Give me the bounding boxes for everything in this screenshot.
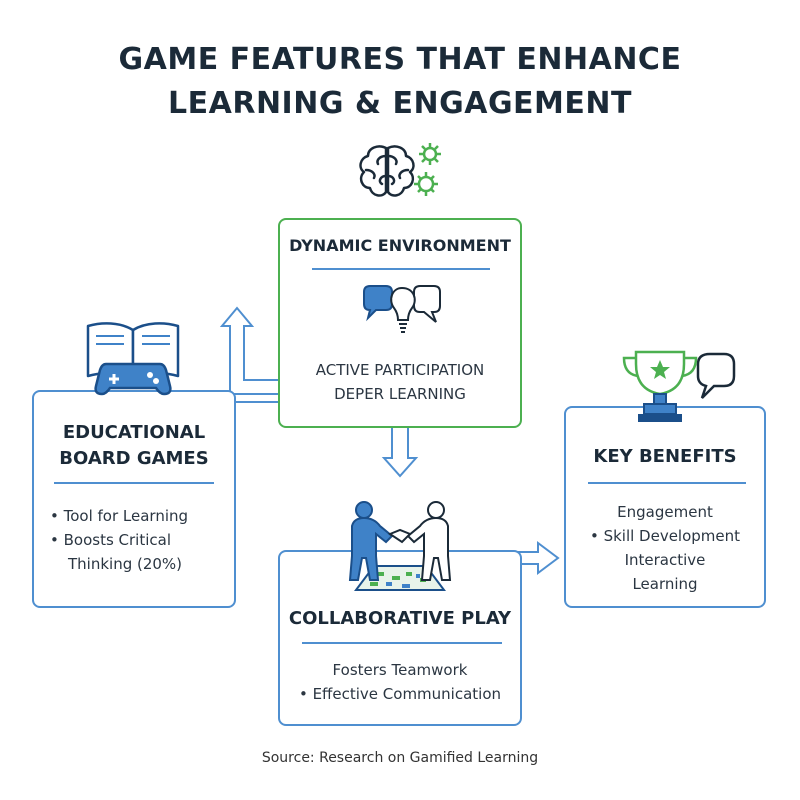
chat-lightbulb-icon bbox=[363, 285, 441, 333]
title-divider bbox=[312, 268, 490, 270]
page-title: GAME FEATURES THAT ENHANCE LEARNING & EN… bbox=[0, 38, 800, 126]
dynamic-line-1: ACTIVE PARTICIPATION bbox=[315, 361, 485, 379]
collaborative-play-title: COLLABORATIVE PLAY bbox=[288, 608, 512, 629]
key-benefits-title: KEY BENEFITS bbox=[593, 446, 737, 467]
title-divider bbox=[588, 482, 746, 484]
collaborative-items: Fosters Teamwork • Effective Communicati… bbox=[280, 658, 520, 706]
educational-item-3: Thinking (20%) bbox=[68, 555, 183, 573]
down-arrow-center bbox=[381, 428, 419, 478]
brain-gear-icon bbox=[359, 143, 441, 197]
educational-title-line-1: EDUCATIONAL bbox=[62, 422, 206, 443]
educational-title-line-2: BOARD GAMES bbox=[59, 448, 209, 469]
benefit-item-1: Engagement bbox=[617, 503, 713, 521]
educational-items: • Tool for Learning • Boosts Critical Th… bbox=[50, 504, 230, 576]
title-line-2: LEARNING & ENGAGEMENT bbox=[168, 86, 632, 121]
educational-item-1: • Tool for Learning bbox=[50, 507, 189, 525]
trophy-chat-icon bbox=[622, 350, 736, 422]
dynamic-line-2: DEPER LEARNING bbox=[334, 385, 466, 403]
collaborative-item-2: • Effective Communication bbox=[298, 685, 502, 703]
educational-item-2: • Boosts Critical bbox=[50, 531, 172, 549]
handshake-board-icon bbox=[348, 501, 452, 591]
benefit-item-4: Learning bbox=[632, 575, 698, 593]
collaborative-item-1: Fosters Teamwork bbox=[332, 661, 468, 679]
benefit-item-3: Interactive bbox=[624, 551, 706, 569]
educational-board-games-box: EDUCATIONAL BOARD GAMES • Tool for Learn… bbox=[32, 390, 236, 608]
right-arrow-benefits bbox=[470, 541, 560, 575]
title-divider bbox=[54, 482, 214, 484]
dynamic-environment-title: DYNAMIC ENVIRONMENT bbox=[289, 236, 511, 255]
educational-title: EDUCATIONAL BOARD GAMES bbox=[34, 420, 234, 472]
source-caption: Source: Research on Gamified Learning bbox=[261, 750, 539, 766]
title-line-1: GAME FEATURES THAT ENHANCE bbox=[118, 42, 682, 77]
key-benefits-items: Engagement • Skill Development Interacti… bbox=[566, 500, 764, 596]
up-arrow-left bbox=[219, 306, 281, 403]
benefit-item-2: • Skill Development bbox=[589, 527, 741, 545]
book-gamepad-icon bbox=[86, 322, 180, 396]
title-divider bbox=[302, 642, 502, 644]
dynamic-environment-text: ACTIVE PARTICIPATION DEPER LEARNING bbox=[280, 358, 520, 406]
key-benefits-box: KEY BENEFITS Engagement • Skill Developm… bbox=[564, 406, 766, 608]
